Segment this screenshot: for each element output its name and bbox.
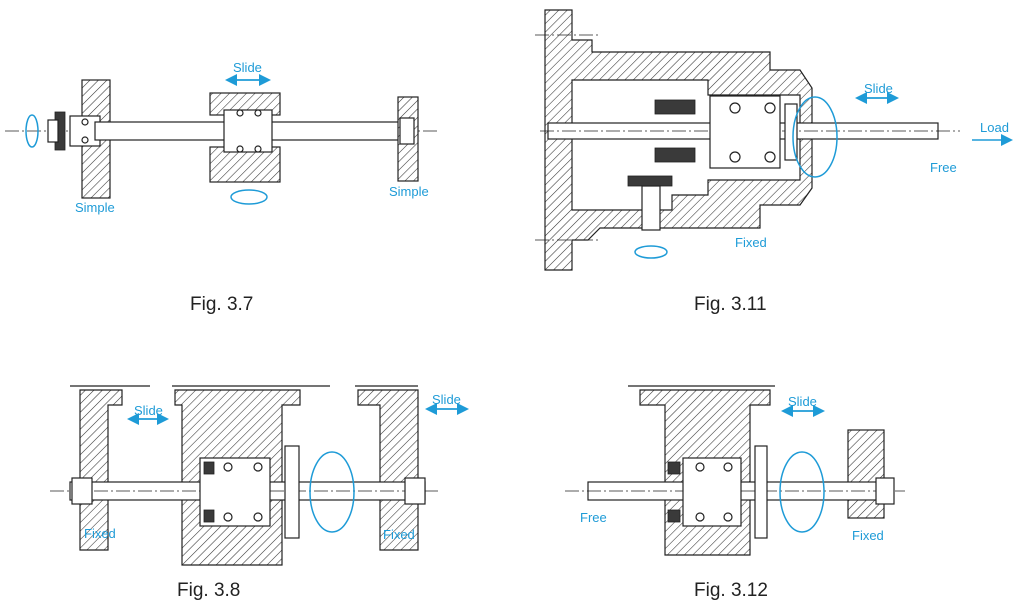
- spacer: [667, 461, 681, 475]
- slide-label: Slide: [134, 403, 163, 418]
- bevel-gear: [654, 147, 696, 163]
- ball: [723, 462, 733, 472]
- input-shaft: [641, 185, 661, 231]
- caption: Fig. 3.7: [190, 294, 253, 315]
- pinion-gear: [627, 175, 673, 187]
- shaft-end: [47, 119, 59, 143]
- rotation-arrow-icon: [309, 451, 355, 533]
- caption: Fig. 3.8: [177, 580, 240, 601]
- fig-3-8: Slide Slide Fixed Fixed Fig. 3.8: [50, 385, 469, 601]
- rotation-arrow-icon: [792, 96, 838, 178]
- ball: [764, 102, 776, 114]
- caption: Fig. 3.11: [694, 294, 767, 315]
- nut-housing-bottom: [209, 146, 281, 183]
- spacer: [203, 461, 215, 475]
- ball: [253, 462, 263, 472]
- ball: [223, 512, 233, 522]
- ball: [729, 151, 741, 163]
- ball: [81, 118, 89, 126]
- simple-left-label: Simple: [75, 200, 115, 215]
- fixed-label: Fixed: [852, 528, 884, 543]
- right-bearing: [399, 117, 415, 145]
- simple-right-label: Simple: [389, 184, 429, 199]
- free-label: Free: [580, 510, 607, 525]
- caption: Fig. 3.12: [694, 580, 768, 601]
- slide-label: Slide: [788, 394, 817, 409]
- rotation-arrow-icon: [634, 245, 668, 259]
- nut-flange: [754, 445, 768, 539]
- right-wall: [357, 389, 419, 551]
- ball: [254, 145, 262, 153]
- right-block: [847, 429, 885, 519]
- ball: [723, 512, 733, 522]
- nut: [223, 109, 273, 153]
- left-wall: [79, 389, 123, 551]
- ball: [236, 109, 244, 117]
- nut-flange: [284, 445, 300, 539]
- fig-3-12: Slide Free Fixed Fig. 3.12: [565, 385, 905, 601]
- ball: [695, 512, 705, 522]
- rotation-arrow-icon: [25, 114, 39, 148]
- ball: [223, 462, 233, 472]
- ball: [764, 151, 776, 163]
- ball: [729, 102, 741, 114]
- free-label: Free: [930, 160, 957, 175]
- end-bearing: [875, 477, 895, 505]
- fig-3-7: Slide Simple Simple Fig. 3.7: [5, 60, 440, 315]
- fixed-left-label: Fixed: [84, 526, 116, 541]
- slide-label: Slide: [864, 81, 893, 96]
- slide-label-2: Slide: [432, 392, 461, 407]
- ball: [254, 109, 262, 117]
- end-bearing: [404, 477, 426, 505]
- slide-label: Slide: [233, 60, 262, 75]
- rotation-arrow-icon: [779, 451, 825, 533]
- ball: [695, 462, 705, 472]
- load-label: Load: [980, 120, 1009, 135]
- bevel-gear: [654, 99, 696, 115]
- spacer: [203, 509, 215, 523]
- fixed-right-label: Fixed: [383, 527, 415, 542]
- fixed-label: Fixed: [735, 235, 767, 250]
- end-bearing: [71, 477, 93, 505]
- spacer: [667, 509, 681, 523]
- ball: [253, 512, 263, 522]
- ball: [236, 145, 244, 153]
- fig-3-11: Slide Load Free Fixed Fig. 3.11: [535, 9, 1013, 315]
- ball: [81, 136, 89, 144]
- rotation-arrow-icon: [230, 189, 268, 205]
